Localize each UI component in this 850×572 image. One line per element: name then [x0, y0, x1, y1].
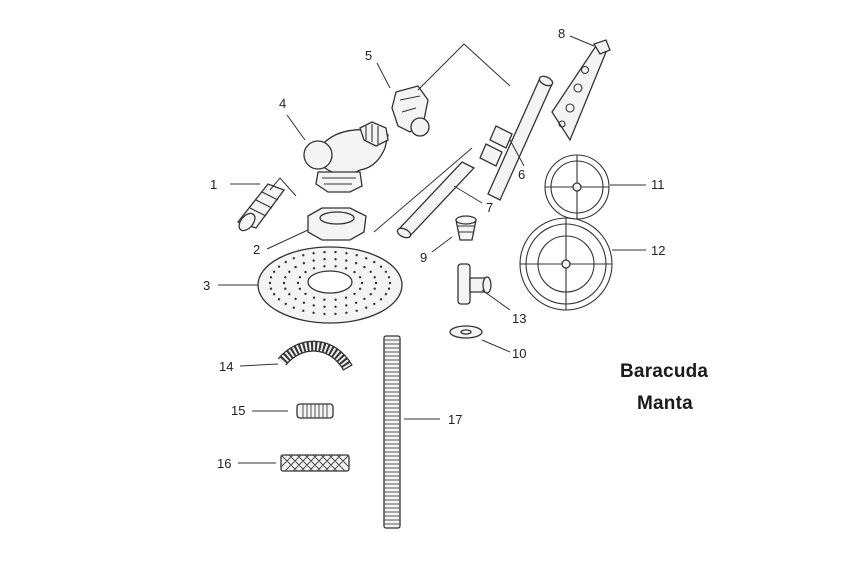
part-9-cone: [455, 215, 477, 241]
callout-6: 6: [518, 167, 526, 182]
part-10-washer: [449, 325, 483, 339]
part-5-pivot: [391, 85, 430, 137]
callout-12: 12: [651, 243, 666, 258]
part-2-nut: [307, 207, 367, 241]
callout-1: 1: [210, 177, 218, 192]
callout-14: 14: [219, 359, 234, 374]
part-4-body: [303, 121, 389, 193]
leader-lines: [218, 35, 646, 464]
part-11-small-wheel: [544, 154, 610, 220]
callout-2: 2: [253, 242, 261, 257]
part-15-coupling: [296, 403, 334, 419]
callout-17: 17: [448, 412, 463, 427]
callout-15: 15: [231, 403, 246, 418]
callout-10: 10: [512, 346, 527, 361]
callout-11: 11: [651, 177, 665, 192]
part-8-wing: [551, 39, 611, 142]
title-line-1: Baracuda: [620, 361, 709, 382]
part-12-large-wheel: [519, 217, 613, 311]
callout-9: 9: [420, 250, 428, 265]
part-6-7-pipes: [396, 75, 554, 239]
callout-4: 4: [279, 96, 287, 111]
part-16-mesh-tube: [280, 454, 350, 472]
callout-13: 13: [512, 311, 527, 326]
part-13-valve: [457, 263, 492, 305]
part-1-foot: [236, 183, 286, 232]
callout-5: 5: [365, 48, 373, 63]
part-17-long-hose: [383, 335, 401, 529]
callout-8: 8: [558, 26, 566, 41]
part-14-curved-hose: [277, 340, 353, 372]
callout-7: 7: [486, 200, 494, 215]
part-3-disc: [257, 246, 403, 324]
title-line-2: Manta: [637, 393, 693, 414]
callout-3: 3: [203, 278, 211, 293]
callout-16: 16: [217, 456, 232, 471]
